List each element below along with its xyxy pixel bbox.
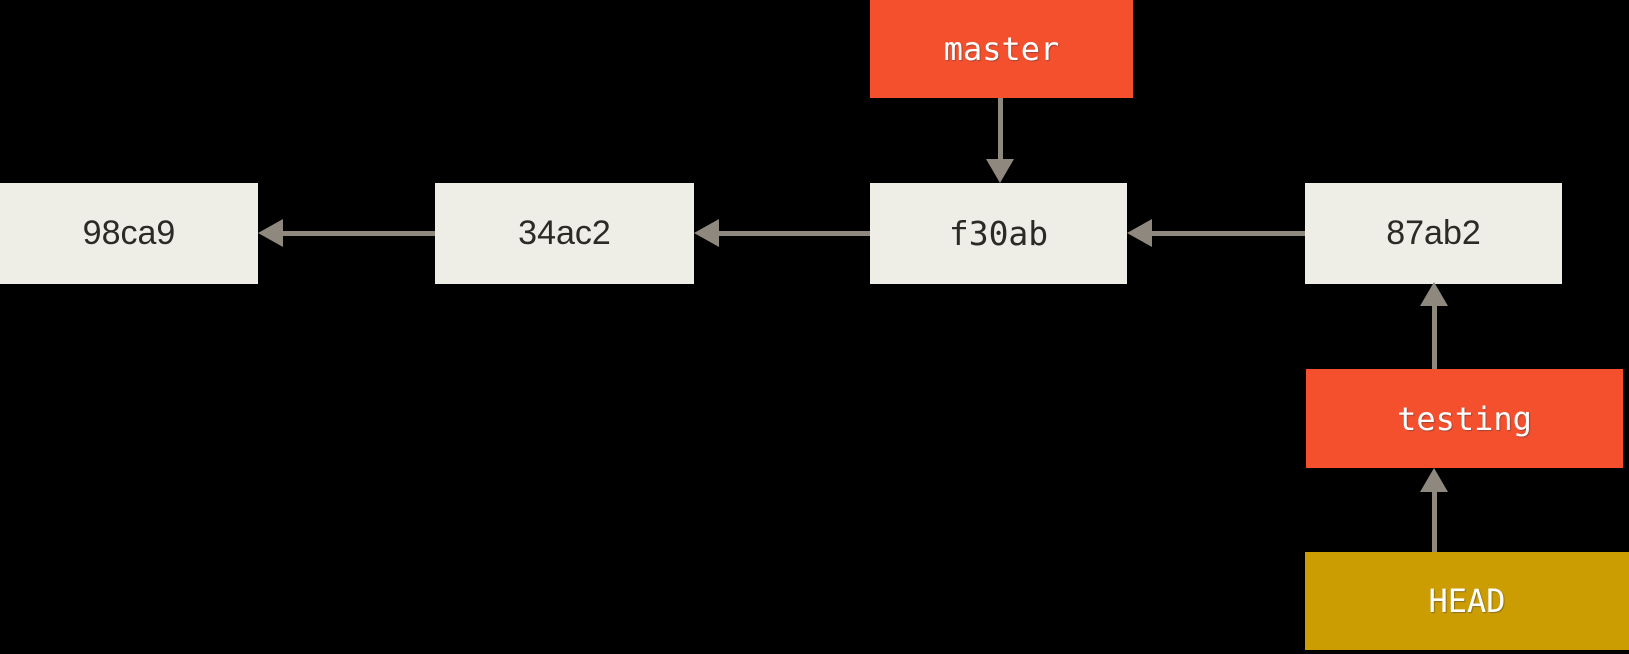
branch-label-testing: testing [1306, 369, 1623, 468]
commit-node-f30ab: f30ab [870, 183, 1127, 284]
arrowhead-left-icon [694, 219, 719, 247]
arrowhead-up-icon [1420, 282, 1448, 306]
branch-label-master: master [870, 0, 1133, 98]
commit-node-34ac2: 34ac2 [435, 183, 694, 284]
arrow-head-to-testing [1420, 468, 1448, 552]
commit-node-87ab2: 87ab2 [1305, 183, 1562, 284]
arrowhead-up-icon [1420, 468, 1448, 492]
head-pointer-label: HEAD [1305, 552, 1629, 650]
arrow-87ab2-to-f30ab [1127, 219, 1305, 247]
arrow-line [280, 230, 435, 236]
arrow-line [1431, 490, 1437, 552]
arrow-line [1149, 230, 1305, 236]
arrow-line [716, 230, 870, 236]
commit-node-98ca9: 98ca9 [0, 183, 258, 284]
arrow-testing-to-87ab2 [1420, 282, 1448, 369]
arrow-f30ab-to-34ac2 [694, 219, 870, 247]
arrow-line [997, 98, 1003, 161]
arrowhead-down-icon [986, 159, 1014, 183]
arrow-master-to-f30ab [986, 98, 1014, 183]
arrow-34ac2-to-98ca9 [258, 219, 435, 247]
arrow-line [1431, 304, 1437, 369]
arrowhead-left-icon [1127, 219, 1152, 247]
arrowhead-left-icon [258, 219, 283, 247]
